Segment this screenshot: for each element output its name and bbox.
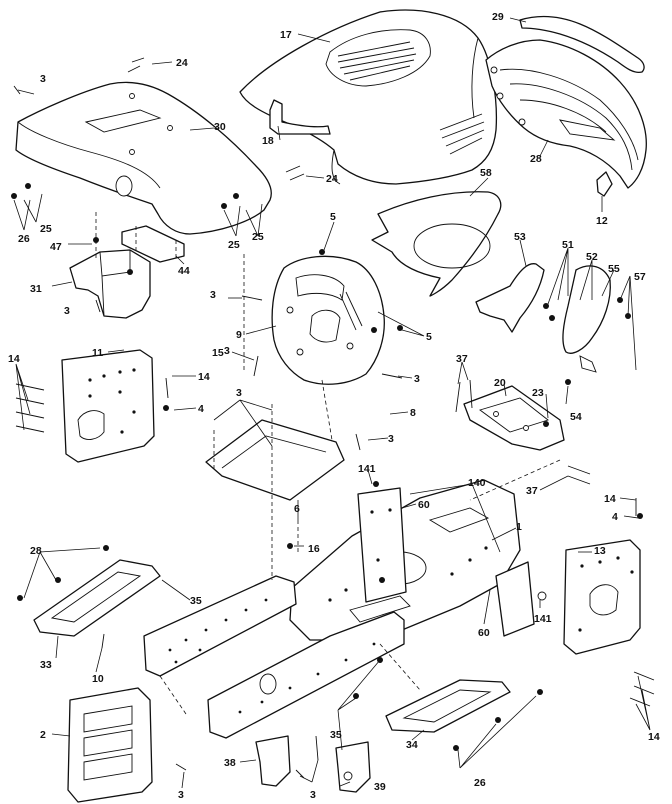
callout-57: 57 [634, 271, 646, 283]
callout-11: 11 [92, 347, 103, 359]
callout-3: 3 [40, 73, 46, 85]
callout-14: 14 [604, 493, 616, 505]
callout-25: 25 [252, 231, 264, 243]
bracket-39-part [335, 741, 371, 793]
dash-bracket-part [69, 249, 151, 319]
callout-17: 17 [280, 29, 292, 41]
callout-4: 4 [198, 403, 204, 415]
callout-51: 51 [562, 239, 574, 251]
callout-12: 12 [596, 215, 608, 227]
callout-14: 14 [648, 731, 660, 743]
callout-37: 37 [526, 485, 538, 497]
callout-34: 34 [406, 739, 418, 751]
leader-lines [13, 17, 651, 789]
callout-33: 33 [40, 659, 52, 671]
callout-4: 4 [612, 511, 618, 523]
callout-28: 28 [530, 153, 542, 165]
callout-5: 5 [426, 331, 432, 343]
callout-3: 3 [210, 289, 216, 301]
callout-54: 54 [570, 411, 582, 423]
callout-3: 3 [224, 345, 230, 357]
callout-35: 35 [190, 595, 202, 607]
callout-26: 26 [474, 777, 486, 789]
callout-3: 3 [310, 789, 316, 801]
callout-47: 47 [50, 241, 62, 253]
callout-38: 38 [224, 757, 236, 769]
callout-25: 25 [228, 239, 240, 251]
callout-3: 3 [178, 789, 184, 801]
callout-5: 5 [330, 211, 336, 223]
callout-9: 9 [236, 329, 242, 341]
callout-60: 60 [418, 499, 430, 511]
support-bracket-part [121, 225, 185, 263]
callout-44: 44 [178, 265, 190, 277]
callout-140: 140 [468, 477, 486, 489]
callout-23: 23 [532, 387, 544, 399]
callout-24: 24 [326, 173, 338, 185]
right-frame-rail-part [207, 611, 405, 739]
callout-10: 10 [92, 673, 104, 685]
callout-1: 1 [516, 521, 522, 533]
callout-31: 31 [30, 283, 42, 295]
callout-60: 60 [478, 627, 490, 639]
right-side-panel-part [563, 539, 641, 655]
top-trim-strip-part [519, 15, 645, 74]
callout-6: 6 [294, 503, 300, 515]
callout-141: 141 [358, 463, 376, 475]
callout-141: 141 [534, 613, 552, 625]
hood-part [239, 9, 498, 185]
callout-52: 52 [586, 251, 598, 263]
hood-bracket-part [269, 99, 331, 135]
front-plate-part [67, 687, 153, 803]
callout-53: 53 [514, 231, 526, 243]
callout-16: 16 [308, 543, 320, 555]
hood-pan-opening [413, 223, 491, 269]
callout-14: 14 [8, 353, 20, 365]
right-bracket-part [562, 265, 611, 354]
callout-14: 14 [198, 371, 210, 383]
hood-pan-part [371, 191, 502, 297]
floor-plate-part [205, 419, 345, 501]
dash-cover-part [15, 81, 272, 235]
callout-3: 3 [236, 387, 242, 399]
callouts: 17 29 3 24 30 18 28 24 58 12 25 26 25 25… [8, 11, 660, 801]
frame-plate-part [357, 487, 407, 603]
callout-18: 18 [262, 135, 274, 147]
grille-cowl-part [485, 39, 647, 189]
callout-3: 3 [414, 373, 420, 385]
callout-55: 55 [608, 263, 620, 275]
assembly-lines [95, 212, 561, 715]
callout-28: 28 [30, 545, 42, 557]
callout-30: 30 [214, 121, 226, 133]
callout-15: 15 [212, 347, 224, 359]
callout-8: 8 [410, 407, 416, 419]
callout-35: 35 [330, 729, 342, 741]
callout-24: 24 [176, 57, 188, 69]
mounting-plate-part [463, 385, 565, 451]
callout-37: 37 [456, 353, 468, 365]
callout-26: 26 [18, 233, 30, 245]
left-side-panel-part [61, 349, 155, 463]
callout-58: 58 [480, 167, 492, 179]
callout-39: 39 [374, 781, 386, 793]
left-frame-rail-part [143, 575, 297, 677]
callout-25: 25 [40, 223, 52, 235]
right-footrest-part [385, 679, 511, 733]
left-footrest-part [33, 559, 161, 637]
callout-13: 13 [594, 545, 606, 557]
callout-3: 3 [64, 305, 70, 317]
latch-part [596, 171, 613, 197]
callout-3: 3 [388, 433, 394, 445]
left-bracket-part [475, 263, 545, 333]
axle-bracket-part [495, 561, 535, 637]
bracket-38-part [255, 735, 291, 787]
callout-2: 2 [40, 729, 46, 741]
callout-20: 20 [494, 377, 506, 389]
callout-29: 29 [492, 11, 504, 23]
dash-panel-part [271, 255, 385, 385]
